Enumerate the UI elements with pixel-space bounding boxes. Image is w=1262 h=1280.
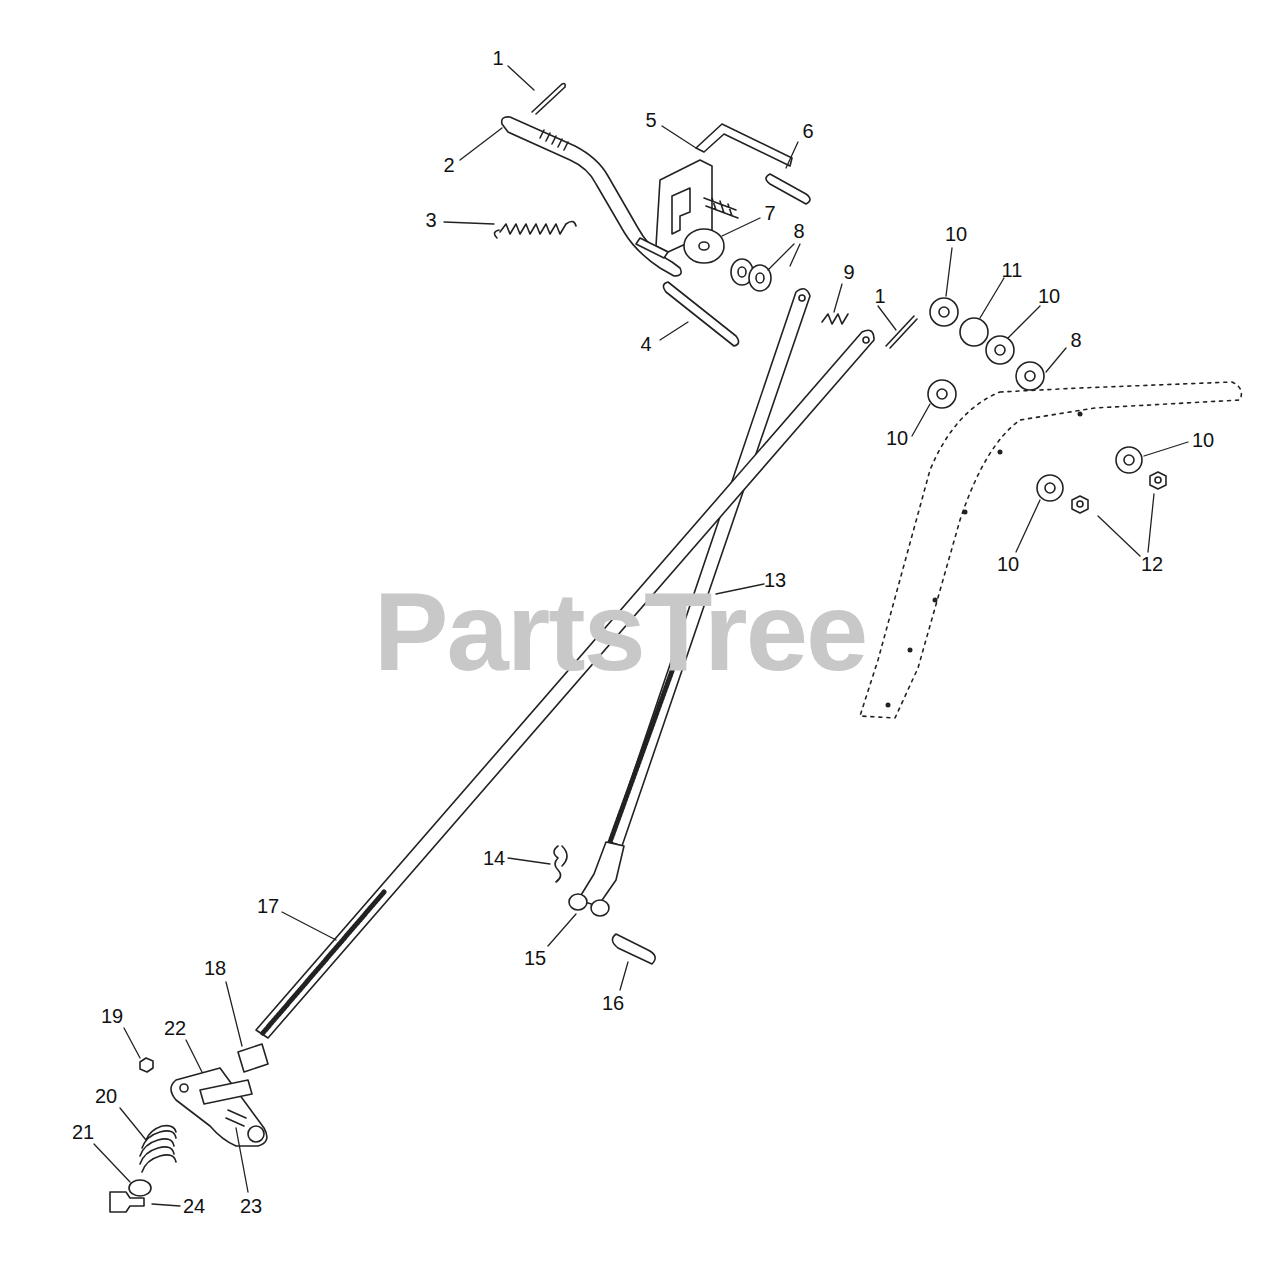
callout-number: 21 bbox=[72, 1122, 94, 1142]
callout-number: 14 bbox=[483, 848, 505, 868]
washer bbox=[684, 229, 724, 263]
callout-number: 1 bbox=[492, 48, 503, 68]
leader-lines bbox=[94, 66, 1188, 1206]
callout-number: 23 bbox=[240, 1196, 262, 1216]
callout-number: 16 bbox=[602, 993, 624, 1013]
callout-number: 11 bbox=[1002, 260, 1023, 280]
clevis bbox=[554, 842, 655, 964]
callout-number: 8 bbox=[793, 221, 804, 241]
callout-number: 1 bbox=[874, 286, 885, 306]
callout-number: 10 bbox=[1192, 430, 1214, 450]
callout-number: 20 bbox=[95, 1086, 117, 1106]
callout-number: 3 bbox=[425, 210, 436, 230]
cotter-pin bbox=[532, 83, 565, 114]
callout-number: 2 bbox=[443, 155, 454, 175]
cotter-pin bbox=[886, 316, 917, 348]
bracket-assembly bbox=[110, 1044, 268, 1212]
pin bbox=[663, 282, 738, 346]
callout-number: 18 bbox=[204, 958, 226, 978]
callout-number: 19 bbox=[101, 1006, 123, 1026]
callout-number: 10 bbox=[945, 224, 967, 244]
washers bbox=[928, 298, 1166, 513]
callout-number: 22 bbox=[164, 1018, 186, 1038]
callout-number: 15 bbox=[524, 948, 546, 968]
callout-number: 6 bbox=[802, 121, 813, 141]
spring bbox=[494, 221, 576, 238]
lever bbox=[502, 117, 681, 276]
washers bbox=[731, 259, 771, 291]
callout-number: 10 bbox=[886, 428, 908, 448]
callout-number: 9 bbox=[843, 262, 854, 282]
watermark: PartsTree bbox=[374, 576, 867, 688]
handle-tube bbox=[860, 382, 1241, 718]
callout-number: 24 bbox=[183, 1196, 205, 1216]
callout-number: 8 bbox=[1070, 330, 1081, 350]
callout-number: 7 bbox=[764, 203, 775, 223]
callout-number: 10 bbox=[1038, 286, 1060, 306]
callout-number: 17 bbox=[257, 896, 279, 916]
callout-number: 4 bbox=[640, 334, 651, 354]
callout-number: 10 bbox=[997, 554, 1019, 574]
callout-number: 5 bbox=[645, 110, 656, 130]
spring bbox=[822, 314, 848, 324]
callout-number: 12 bbox=[1141, 554, 1163, 574]
rod bbox=[256, 289, 874, 1038]
pin bbox=[766, 174, 810, 204]
